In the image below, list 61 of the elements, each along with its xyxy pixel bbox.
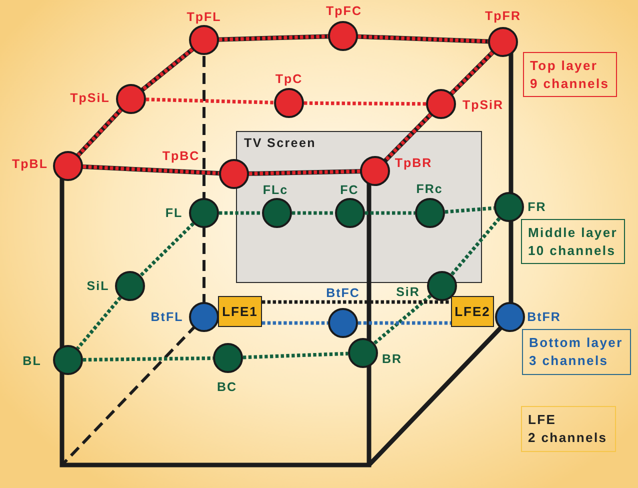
tv-screen-panel (236, 131, 482, 283)
legend-heading: Top layer (530, 56, 598, 74)
channel-label: BtFL (150, 310, 184, 324)
channel-label: BR (382, 352, 402, 366)
legend-heading: LFE (528, 411, 556, 429)
channel-label: BtFR (527, 310, 561, 324)
legend-panel (521, 219, 625, 264)
dotted-connector (76, 108, 122, 156)
dotted-connector (219, 211, 262, 215)
dotted-connector (218, 34, 328, 42)
dotted-connector (76, 296, 122, 350)
legend-panel (522, 329, 631, 375)
dotted-connector (304, 101, 426, 106)
channel-label: TpC (275, 72, 303, 86)
dotted-connector (82, 356, 214, 362)
dotted-connector (262, 321, 328, 325)
channel-label: TpBC (162, 150, 200, 162)
subwoofer-tag: LFE2 (451, 296, 494, 327)
dotted-connector (242, 352, 348, 360)
legend-heading: Middle layer (528, 224, 618, 242)
dotted-connector (450, 51, 494, 95)
legend-detail: 10 channels (528, 242, 616, 260)
channel-label: TpSiL (70, 92, 110, 104)
dotted-connector (384, 113, 432, 162)
dotted-connector (248, 170, 360, 176)
channel-label: TpBR (394, 156, 432, 169)
channel-label: BC (216, 380, 238, 394)
dotted-connector (292, 211, 335, 215)
channel-label: SiR (396, 286, 420, 298)
dotted-connector (365, 211, 415, 215)
legend-detail: 3 channels (529, 352, 608, 370)
dotted-connector (358, 34, 488, 44)
channel-label: TpFL (186, 10, 222, 24)
channel-label: FC (340, 183, 359, 196)
legend-panel (523, 52, 617, 97)
subwoofer-tag: LFE1 (218, 296, 262, 327)
channel-label: BL (22, 354, 42, 368)
channel-label: TpSiR (462, 98, 504, 112)
dotted-connector (142, 48, 194, 91)
channel-label: FR (528, 200, 546, 214)
channel-label: TpFR (485, 10, 521, 22)
legend-panel (521, 406, 616, 452)
channel-label: FL (165, 206, 183, 220)
dotted-connector (82, 164, 220, 176)
dotted-connector (262, 300, 451, 304)
channel-label: SiL (86, 280, 110, 292)
screen-title: TV Screen (244, 137, 316, 150)
dotted-connector (146, 98, 274, 104)
legend-heading: Bottom layer (529, 334, 623, 352)
dotted-connector (444, 206, 494, 214)
dotted-connector (139, 222, 195, 277)
channel-label: FLc (262, 183, 288, 196)
dotted-connector (450, 217, 501, 276)
channel-label: BtFC (326, 286, 360, 300)
legend-detail: 2 channels (528, 429, 608, 447)
channel-label: TpBL (12, 158, 48, 170)
channel-label: TpFC (326, 4, 362, 18)
dotted-connector (358, 321, 451, 325)
dotted-connector (373, 294, 432, 345)
legend-detail: 9 channels (530, 74, 610, 92)
channel-label: FRc (416, 182, 443, 195)
